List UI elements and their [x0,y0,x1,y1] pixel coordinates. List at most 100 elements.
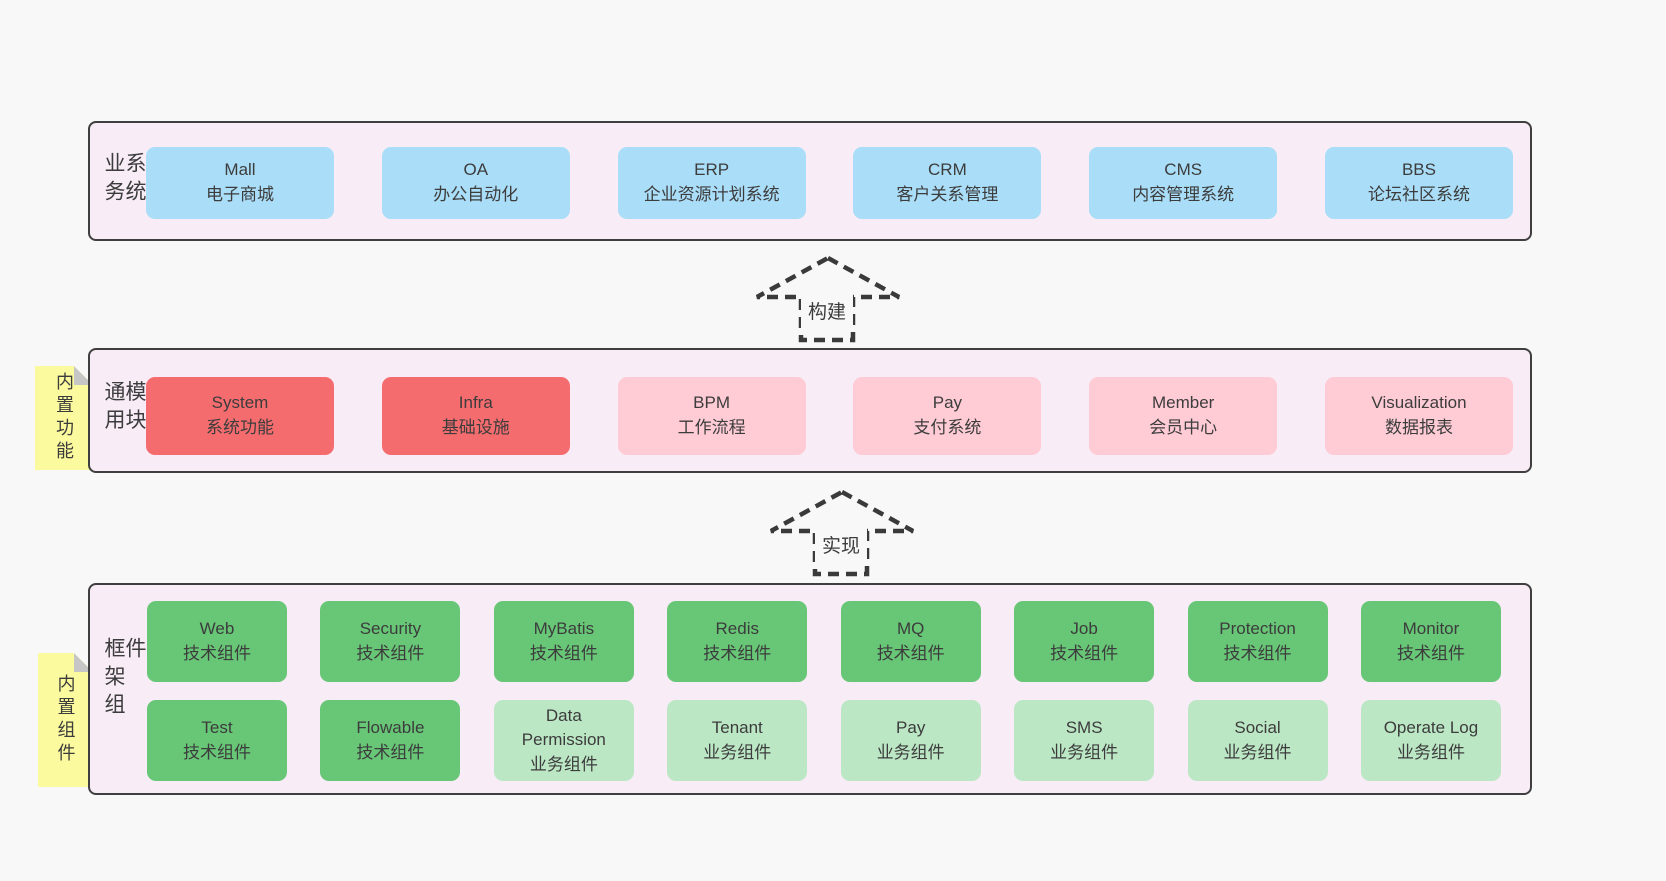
box-desc: 技术组件 [703,643,772,663]
box-desc: 业务组件 [703,742,772,762]
box-desc: 会员中心 [1149,418,1218,437]
business-systems-panel: 业务系统 Mall 电子商城 OA 办公自动化 ERP 企业资源计划系统 CRM… [88,121,1532,241]
box-desc: 业务组件 [1050,742,1119,762]
box-sms: SMS 业务组件 [1014,700,1155,781]
box-name: Test [201,717,233,737]
business-systems-label: 业务系统 [102,152,146,208]
sticky-note-label: 内置组件 [55,674,76,766]
box-member: Member 会员中心 [1089,377,1278,455]
box-name: Flowable [356,717,425,737]
box-system: System 系统功能 [146,377,334,455]
box-desc: 技术组件 [529,643,598,663]
box-name: OA [463,160,489,180]
box-desc: 技术组件 [876,643,945,663]
box-desc: 基础设施 [441,418,510,437]
builtin-features-sticky-note: 内置功能 [35,366,93,470]
builtin-components-sticky-note: 内置组件 [38,653,93,787]
box-infra: Infra 基础设施 [381,377,570,455]
box-mybatis: MyBatis 技术组件 [493,601,634,682]
box-social: Social 业务组件 [1187,700,1328,781]
box-monitor: Monitor 技术组件 [1360,601,1501,682]
box-tenant: Tenant 业务组件 [667,700,808,781]
box-security: Security 技术组件 [320,601,461,682]
box-name: MQ [896,618,925,638]
box-name: Security [359,618,422,638]
box-desc: 支付系统 [913,418,982,437]
box-name: Monitor [1402,618,1460,638]
box-name: CRM [928,160,967,180]
box-name: MyBatis [533,618,595,638]
box-oa: OA 办公自动化 [381,147,570,219]
box-bpm: BPM 工作流程 [617,377,806,455]
framework-components-row-1: Web 技术组件 Security 技术组件 MyBatis 技术组件 Redi… [90,601,1530,682]
box-desc: 技术组件 [183,742,251,762]
common-modules-panel: 通用模块 System 系统功能 Infra 基础设施 BPM 工作流程 Pay… [88,348,1532,473]
box-name: Operate Log [1383,717,1479,737]
box-desc: 办公自动化 [433,185,519,204]
box-protection: Protection 技术组件 [1187,601,1328,682]
box-desc: 技术组件 [183,643,251,663]
box-name: ERP [694,160,730,180]
box-name: Pay [896,717,926,737]
box-desc: 内容管理系统 [1132,185,1235,204]
box-name: Data Permission [521,705,606,750]
box-operate-log: Operate Log 业务组件 [1360,700,1501,781]
box-desc: 技术组件 [356,643,425,663]
box-pay-component: Pay 业务组件 [840,700,981,781]
box-flowable: Flowable 技术组件 [320,700,461,781]
box-desc: 技术组件 [1223,643,1292,663]
box-crm: CRM 客户关系管理 [853,147,1042,219]
box-desc: 业务组件 [876,742,945,762]
framework-components-panel: 框架组件 Web 技术组件 Security 技术组件 MyBatis 技术组件… [88,583,1532,795]
box-test: Test 技术组件 [147,700,287,781]
box-name: Redis [715,618,759,638]
box-name: Infra [458,393,493,413]
box-desc: 电子商城 [206,185,274,204]
box-name: Tenant [711,717,763,737]
box-name: CMS [1164,160,1203,180]
box-redis: Redis 技术组件 [667,601,808,682]
sticky-note-label: 内置功能 [54,372,74,464]
box-name: BBS [1401,160,1436,180]
box-desc: 系统功能 [206,418,274,437]
box-desc: 技术组件 [356,742,425,762]
box-cms: CMS 内容管理系统 [1089,147,1278,219]
box-bbs: BBS 论坛社区系统 [1324,147,1513,219]
box-mall: Mall 电子商城 [146,147,334,219]
box-name: Job [1070,618,1098,638]
framework-components-row-2: Test 技术组件 Flowable 技术组件 Data Permission … [90,700,1530,781]
box-desc: 业务组件 [1223,742,1292,762]
box-name: Visualization [1371,393,1467,413]
box-job: Job 技术组件 [1014,601,1155,682]
box-name: System [211,393,269,413]
box-name: Social [1234,717,1281,737]
box-desc: 论坛社区系统 [1367,185,1470,204]
implement-arrow: 实现 [765,488,917,578]
common-modules-row: System 系统功能 Infra 基础设施 BPM 工作流程 Pay 支付系统… [90,377,1530,455]
box-mq: MQ 技术组件 [840,601,981,682]
framework-components-label: 框架组件 [102,637,146,721]
box-name: Mall [224,160,256,180]
box-name: Web [199,618,235,638]
arrow-label: 实现 [814,528,868,566]
box-desc: 数据报表 [1384,418,1453,437]
box-desc: 业务组件 [529,754,598,774]
box-erp: ERP 企业资源计划系统 [617,147,806,219]
box-desc: 企业资源计划系统 [643,185,780,204]
box-name: Pay [932,393,963,413]
box-desc: 技术组件 [1396,643,1465,663]
common-modules-label: 通用模块 [102,380,146,437]
box-desc: 技术组件 [1050,643,1119,663]
box-name: BPM [693,393,731,413]
box-data-permission: Data Permission 业务组件 [493,700,634,781]
box-name: Member [1152,393,1215,413]
arrow-label: 构建 [800,294,854,332]
business-systems-row: Mall 电子商城 OA 办公自动化 ERP 企业资源计划系统 CRM 客户关系… [90,147,1530,219]
box-pay-system: Pay 支付系统 [853,377,1042,455]
box-web: Web 技术组件 [147,601,287,682]
box-desc: 客户关系管理 [896,185,999,204]
box-desc: 工作流程 [677,418,746,437]
box-name: Protection [1219,618,1296,638]
box-name: SMS [1065,717,1103,737]
